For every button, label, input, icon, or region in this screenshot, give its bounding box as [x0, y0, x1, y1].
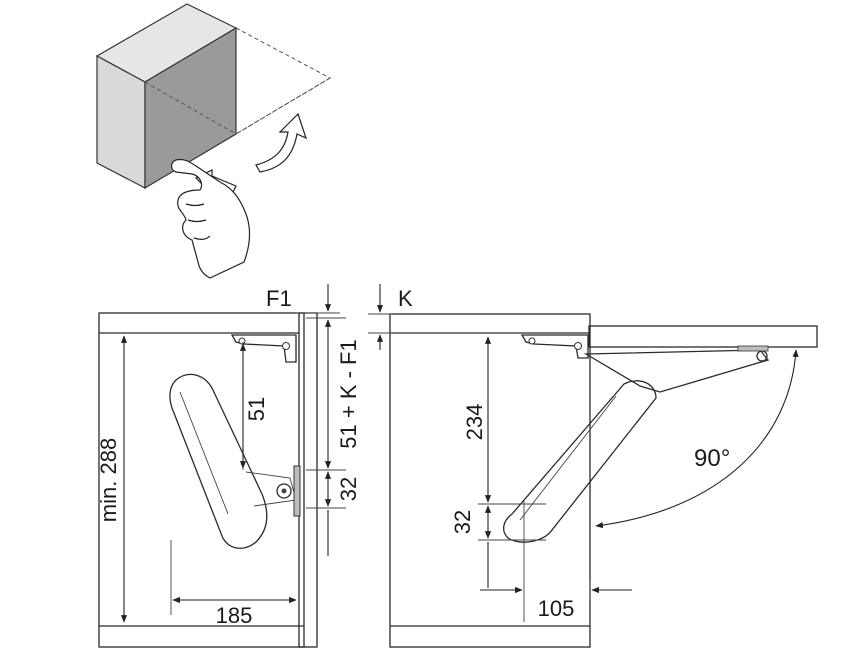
angle-arc-90	[595, 349, 799, 529]
left-top-bracket	[230, 334, 297, 363]
left-section-view: min. 288 51 51 + K - F1 32 F1 185	[96, 284, 361, 648]
label-k: K	[398, 286, 413, 311]
cabinet-illustration	[95, 3, 332, 279]
right-upper-arm	[583, 349, 770, 393]
label-51: 51	[244, 397, 269, 421]
right-lift-arm	[502, 380, 657, 543]
left-cabinet-outline	[98, 312, 305, 648]
left-lift-arm	[169, 373, 268, 549]
label-min-288: min. 288	[96, 438, 121, 522]
label-32-right: 32	[450, 510, 475, 534]
door-open-outline	[235, 27, 332, 135]
label-105: 105	[538, 596, 575, 621]
right-cabinet-outline	[389, 313, 591, 648]
right-open-lid	[588, 325, 818, 348]
left-door-panel	[298, 312, 318, 648]
label-234: 234	[462, 404, 487, 441]
label-90-degree: 90°	[694, 445, 730, 472]
label-32-left: 32	[336, 477, 361, 501]
hand-icon	[170, 158, 251, 279]
label-185: 185	[216, 603, 253, 628]
right-top-bracket	[520, 334, 589, 359]
label-f1: F1	[266, 286, 292, 311]
right-section-view: 234 32 105 K 90°	[368, 284, 818, 648]
label-51-k-f1: 51 + K - F1	[336, 339, 361, 448]
lift-arrow-icon	[255, 112, 307, 173]
left-pivot	[276, 483, 292, 499]
